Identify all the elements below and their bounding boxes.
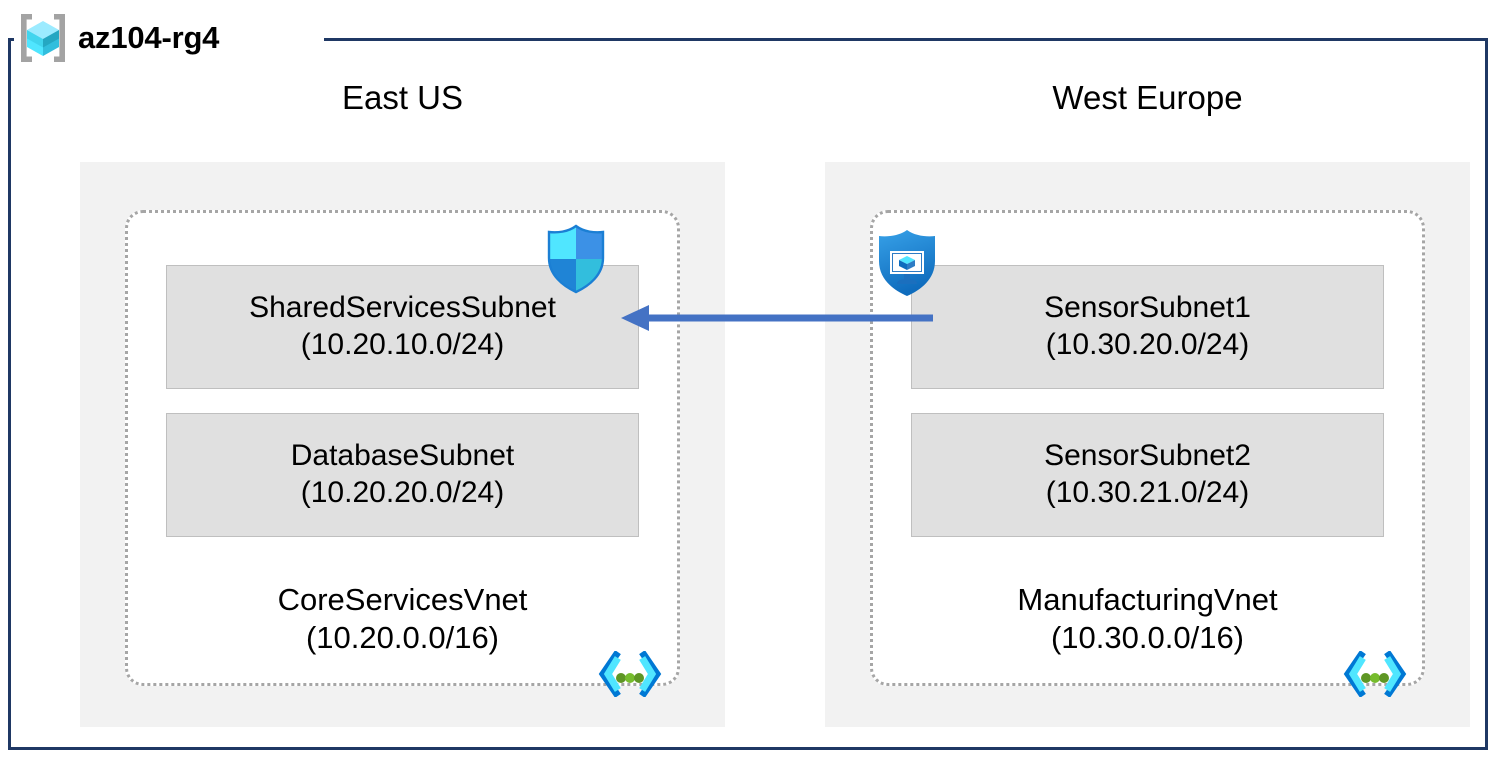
- subnet-cidr: (10.20.20.0/24): [300, 476, 505, 509]
- subnet-databasesubnet: DatabaseSubnet (10.20.20.0/24): [166, 413, 639, 537]
- vnet-coreservicesvnet: SharedServicesSubnet (10.20.10.0/24): [125, 210, 680, 698]
- vnet-name: ManufacturingVnet: [1017, 582, 1278, 618]
- subnet-list-east-us: SharedServicesSubnet (10.20.10.0/24): [166, 224, 639, 561]
- subnet-cidr: (10.30.21.0/24): [1045, 476, 1250, 509]
- subnet-sensorsubnet2: SensorSubnet2 (10.30.21.0/24): [911, 413, 1384, 537]
- vnet-cidr: (10.30.0.0/16): [1050, 620, 1245, 656]
- resource-group-cube-icon: [14, 10, 72, 66]
- vnet-peering-arrow: [615, 296, 935, 340]
- subnet-cidr: (10.30.20.0/24): [1045, 328, 1250, 361]
- region-east-us: East US SharedServicesSubnet (10.20.10.0…: [80, 79, 725, 727]
- subnet-name: SensorSubnet1: [1044, 291, 1251, 325]
- region-container-east-us: SharedServicesSubnet (10.20.10.0/24): [80, 162, 725, 727]
- security-center-shield-monitor-icon: [874, 228, 940, 298]
- vnet-name: CoreServicesVnet: [277, 582, 528, 618]
- resource-group-name: az104-rg4: [78, 20, 220, 55]
- resource-group-title-mask: [14, 26, 324, 52]
- subnet-sharedservicessubnet: SharedServicesSubnet (10.20.10.0/24): [166, 224, 639, 389]
- region-west-europe: West Europe SensorSubnet1 (10.30.20.0/24…: [825, 79, 1470, 727]
- subnet-name: DatabaseSubnet: [290, 439, 515, 473]
- virtual-network-icon: [597, 650, 663, 698]
- vnet-caption-west-europe: ManufacturingVnet (10.30.0.0/16): [873, 581, 1422, 657]
- region-label-east-us: East US: [341, 79, 464, 116]
- vnet-cidr: (10.20.0.0/16): [305, 620, 500, 656]
- resource-group-title: az104-rg4: [14, 8, 219, 68]
- resource-group-frame: [8, 38, 1488, 750]
- vnet-manufacturingvnet: SensorSubnet1 (10.30.20.0/24): [870, 210, 1425, 698]
- network-security-group-shield-icon: [545, 224, 607, 294]
- vnet-caption-east-us: CoreServicesVnet (10.20.0.0/16): [128, 581, 677, 657]
- subnet-name: SharedServicesSubnet: [249, 291, 556, 325]
- subnet-sensorsubnet1: SensorSubnet1 (10.30.20.0/24): [879, 230, 1384, 389]
- virtual-network-icon: [1342, 650, 1408, 698]
- subnet-name: SensorSubnet2: [1044, 439, 1251, 473]
- subnet-list-west-europe: SensorSubnet1 (10.30.20.0/24): [879, 230, 1384, 561]
- region-label-west-europe: West Europe: [1052, 79, 1243, 116]
- region-container-west-europe: SensorSubnet1 (10.30.20.0/24): [825, 162, 1470, 727]
- subnet-cidr: (10.20.10.0/24): [300, 328, 505, 361]
